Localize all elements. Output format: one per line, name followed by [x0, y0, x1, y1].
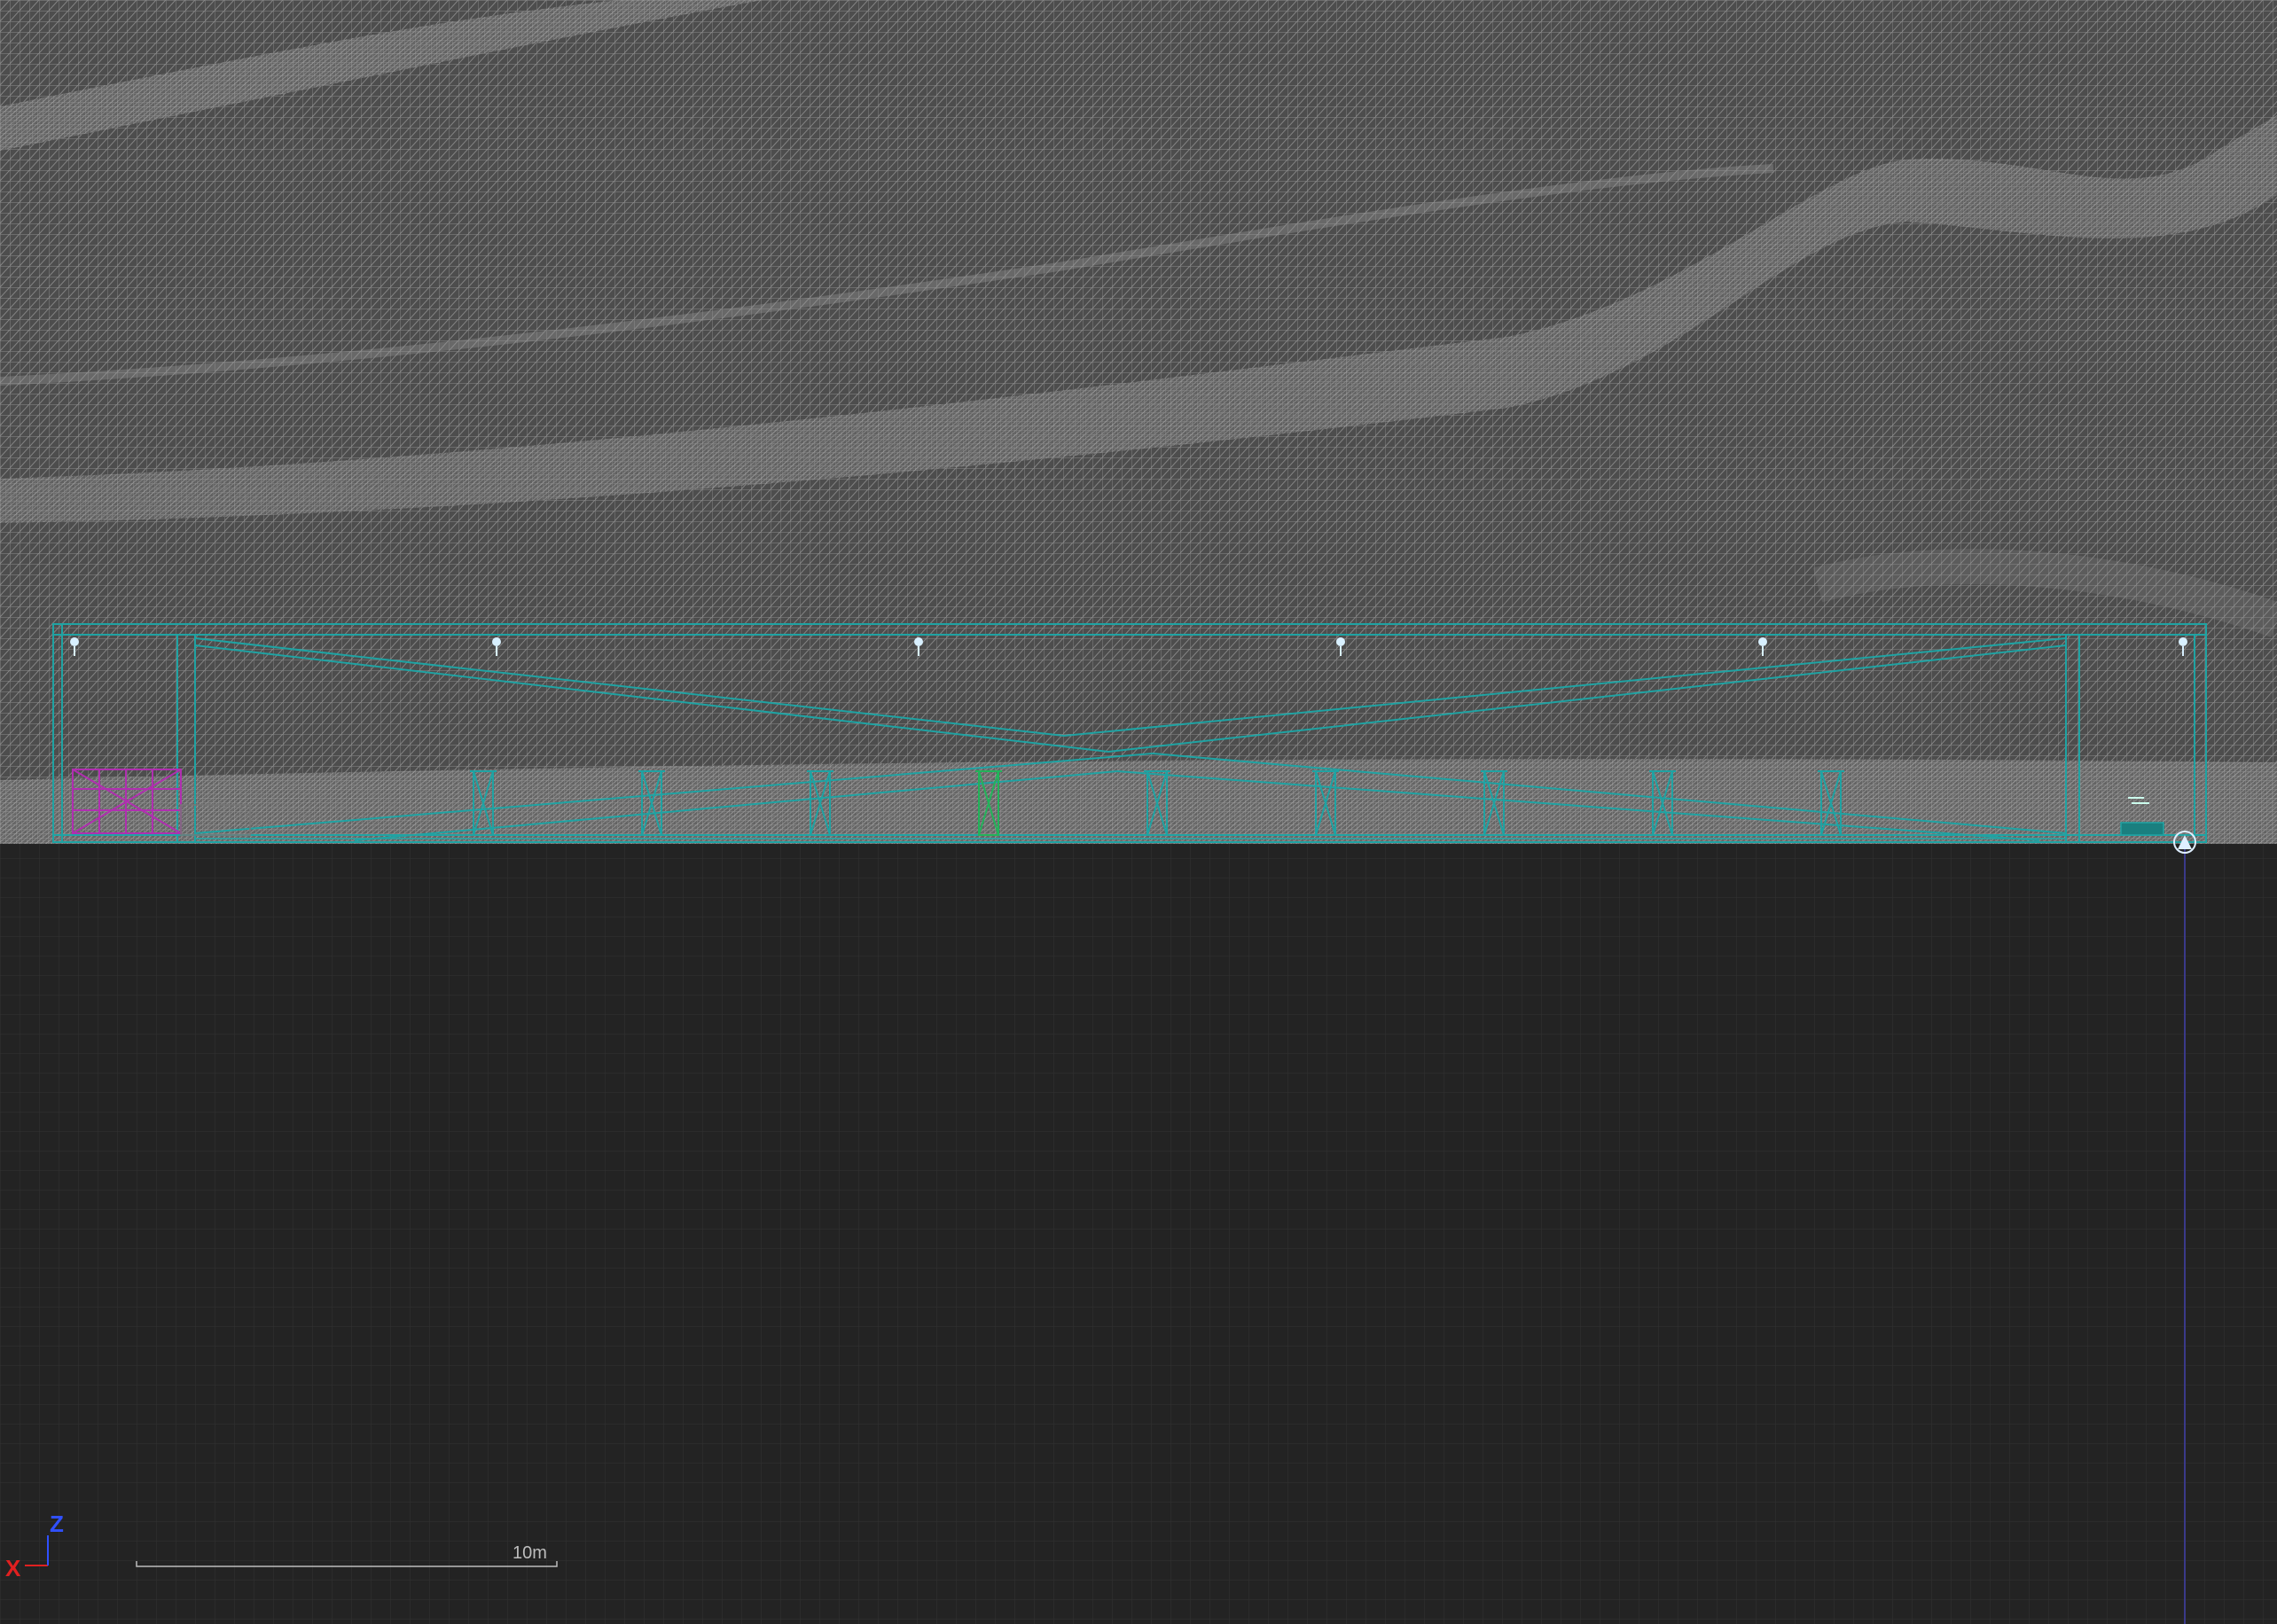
axis-gizmo — [25, 1535, 49, 1566]
door-frame[interactable] — [1144, 770, 1170, 836]
scale-bar-label: 10m — [513, 1543, 547, 1563]
light-bulb-icon[interactable] — [492, 637, 501, 656]
light-bulb-icon[interactable] — [2179, 637, 2187, 656]
object-bounding-box[interactable] — [180, 804, 251, 836]
terrain-band-lower — [0, 759, 2277, 844]
selected-object[interactable] — [72, 769, 182, 834]
camera-pivot-icon[interactable] — [2173, 831, 2196, 854]
right-props[interactable] — [2120, 797, 2164, 836]
light-bulb-icon[interactable] — [70, 637, 79, 656]
light-fixtures[interactable] — [70, 637, 2187, 656]
door-frame[interactable] — [1649, 770, 1676, 836]
door-frame[interactable] — [1312, 770, 1339, 836]
light-bulb-icon[interactable] — [914, 637, 923, 656]
building-outline — [52, 623, 2207, 843]
door-frame[interactable] — [1818, 770, 1844, 836]
door-frame[interactable] — [1481, 770, 1507, 836]
terrain-band-middle — [0, 115, 2277, 523]
terrain-ridge — [0, 164, 1774, 386]
door-frame[interactable] — [470, 770, 497, 836]
scale-bar — [136, 1561, 558, 1567]
light-bulb-icon[interactable] — [1336, 637, 1345, 656]
building-wireframe[interactable] — [52, 623, 2207, 843]
light-bulb-icon[interactable] — [1758, 637, 1767, 656]
axis-z-label: Z — [50, 1511, 64, 1537]
door-frame[interactable] — [807, 770, 833, 836]
door-frame[interactable] — [638, 770, 665, 836]
door-frames[interactable] — [470, 770, 1844, 836]
door-frame[interactable] — [975, 770, 1002, 836]
terrain-mesh[interactable] — [0, 0, 2277, 844]
axis-x-label: X — [5, 1555, 21, 1581]
